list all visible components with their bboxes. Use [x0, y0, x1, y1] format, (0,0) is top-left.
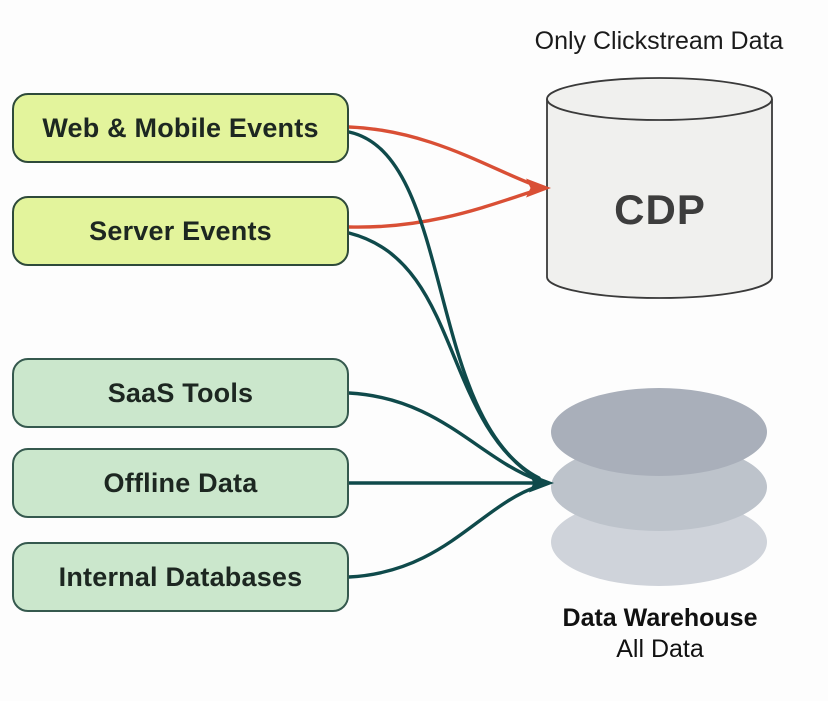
source-box-internal-databases: Internal Databases: [12, 542, 349, 612]
source-box-web-mobile-events: Web & Mobile Events: [12, 93, 349, 163]
source-label: SaaS Tools: [107, 377, 254, 408]
source-label: Server Events: [89, 215, 272, 246]
warehouse-disk-top: [551, 388, 767, 476]
arrow-server-events-to-warehouse: [347, 231, 541, 482]
warehouse-arrowhead-icon: [529, 473, 554, 493]
warehouse-label: Data Warehouse: [562, 604, 758, 632]
warehouse-disk-stack: [551, 388, 767, 586]
cdp-cylinder: [546, 77, 773, 299]
cdp-cylinder-top: [546, 77, 773, 121]
cdp-note: Only Clickstream Data: [534, 27, 784, 55]
cdp-cylinder-body: [546, 99, 773, 299]
arrow-internal-databases-to-warehouse: [347, 484, 541, 579]
warehouse-caption: Data Warehouse All Data: [510, 603, 810, 665]
arrow-web-mobile-events-to-warehouse: [347, 130, 541, 480]
source-box-saas-tools: SaaS Tools: [12, 358, 349, 428]
clickstream-arrows: [347, 125, 539, 229]
source-label: Offline Data: [103, 467, 258, 498]
cdp-arrowhead-icon: [526, 178, 551, 198]
arrow-web-mobile-events-to-cdp: [347, 125, 539, 188]
all-data-arrows: [347, 130, 544, 579]
arrow-server-events-to-cdp: [347, 188, 539, 229]
warehouse-sublabel: All Data: [616, 635, 704, 663]
cdp-label: CDP: [614, 186, 706, 233]
source-box-server-events: Server Events: [12, 196, 349, 266]
source-label: Web & Mobile Events: [42, 112, 319, 143]
arrow-saas-tools-to-warehouse: [347, 391, 540, 482]
source-box-offline-data: Offline Data: [12, 448, 349, 518]
source-label: Internal Databases: [58, 561, 303, 592]
